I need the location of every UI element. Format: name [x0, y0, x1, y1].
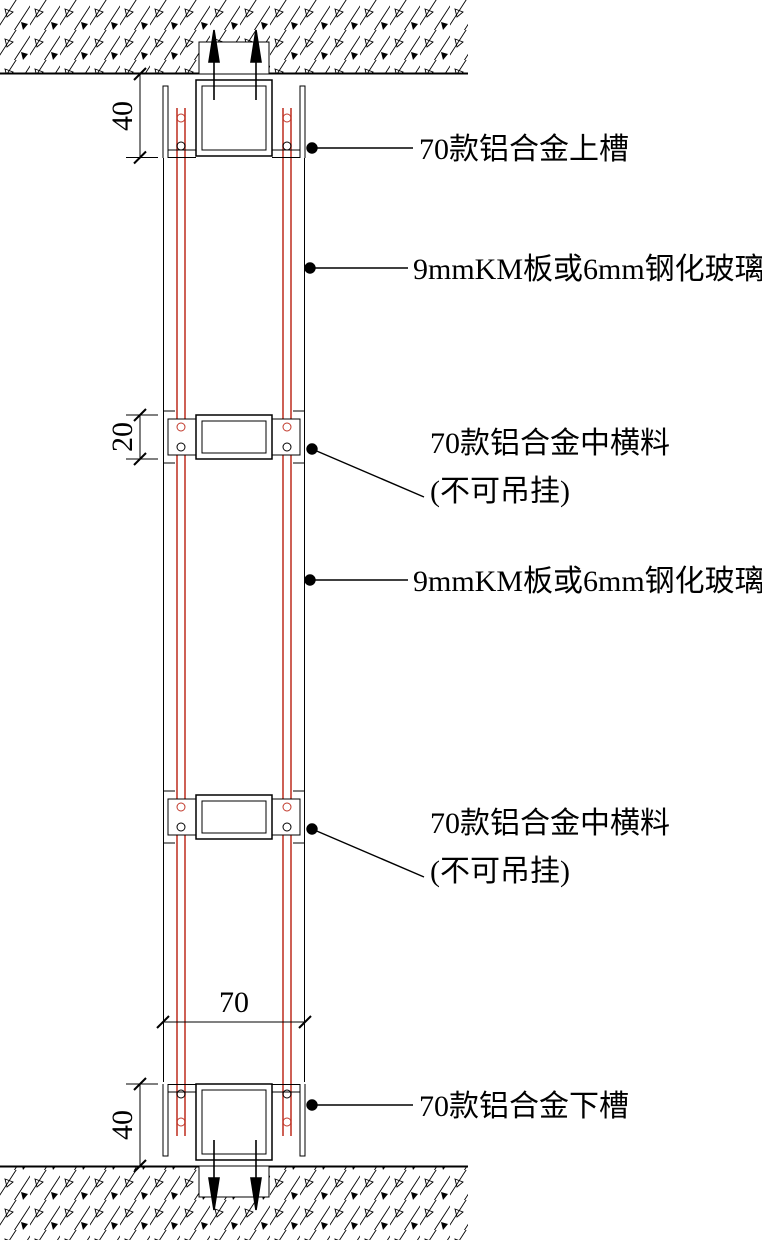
gasket-circles-red — [176, 1117, 292, 1127]
leader-lines — [304, 142, 425, 1111]
label-mid-rail-lower-line2: (不可吊挂) — [430, 855, 570, 888]
panel-glass-lines — [176, 108, 292, 1136]
annotation-labels: 70款铝合金上槽 9mmKM板或6mm钢化玻璃 70款铝合金中横料 (不可吊挂)… — [413, 133, 762, 1123]
leader-dot — [306, 142, 318, 154]
label-panel-upper: 9mmKM板或6mm钢化玻璃 — [413, 253, 762, 286]
gasket-circles-red — [176, 422, 292, 432]
label-bottom-channel: 70款铝合金下槽 — [419, 1090, 629, 1123]
gasket-circles-red — [176, 802, 292, 812]
label-mid-rail-lower-line1: 70款铝合金中横料 — [430, 807, 670, 840]
dim-text-top-40: 40 — [106, 101, 139, 131]
leader-dot — [304, 262, 316, 274]
top-channel-profile — [162, 79, 306, 158]
dimension-bottom-40: 40 — [106, 1077, 158, 1173]
ceiling-hatch — [0, 0, 468, 75]
anchor-bolt-arrows-bottom — [208, 1140, 262, 1211]
label-top-channel: 70款铝合金上槽 — [419, 133, 629, 166]
dimension-top-40: 40 — [106, 67, 158, 165]
mid-rail-lower-profile — [163, 790, 305, 844]
dim-text-width-70: 70 — [219, 986, 249, 1019]
dimension-mid-20: 20 — [106, 408, 158, 466]
bottom-channel-profile — [162, 1083, 306, 1161]
frame-face-lines — [163, 158, 305, 1082]
leader-dot — [304, 574, 316, 586]
anchor-bolt-arrows-top — [208, 29, 262, 100]
gasket-circles-red — [176, 113, 292, 123]
label-mid-rail-upper-line2: (不可吊挂) — [430, 475, 570, 508]
leader-dot — [306, 1099, 318, 1111]
label-panel-lower: 9mmKM板或6mm钢化玻璃 — [413, 565, 762, 598]
dim-text-bottom-40: 40 — [106, 1110, 139, 1140]
mid-rail-upper-profile — [163, 410, 305, 464]
dimension-width-70: 70 — [156, 986, 312, 1078]
dim-text-mid-20: 20 — [106, 422, 139, 452]
label-mid-rail-upper-line1: 70款铝合金中横料 — [430, 427, 670, 460]
floor-hatch — [0, 1165, 468, 1240]
